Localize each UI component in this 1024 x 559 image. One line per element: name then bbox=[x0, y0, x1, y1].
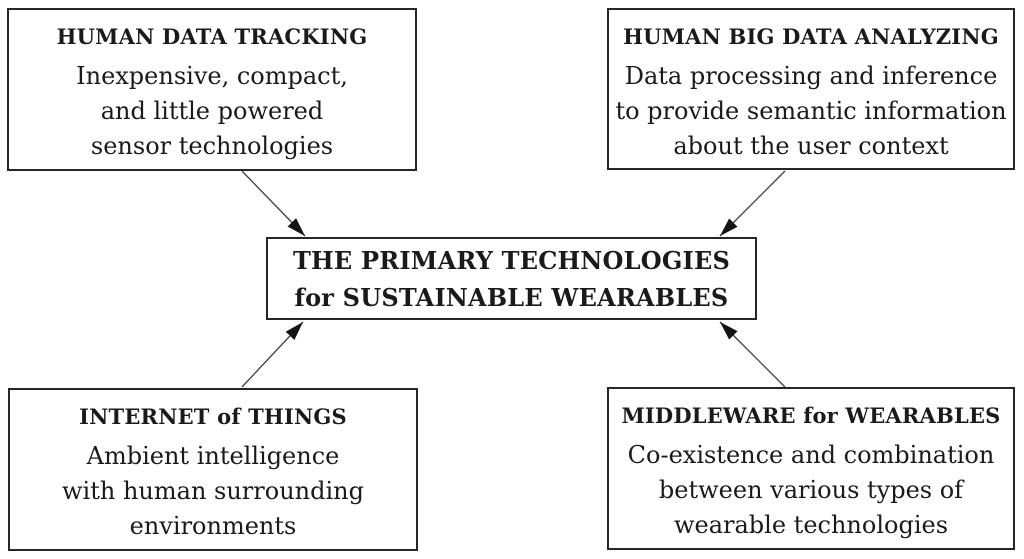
box-primary-technologies: THE PRIMARY TECHNOLOGIES for SUSTAINABLE… bbox=[266, 237, 757, 320]
box-body-line: with human surrounding bbox=[62, 477, 364, 505]
box-internet-of-things: INTERNET of THINGS Ambient intelligence … bbox=[8, 388, 418, 551]
box-body-line: about the user context bbox=[673, 132, 949, 160]
box-body-line: wearable technologies bbox=[673, 511, 949, 539]
box-body: Data processing and inference to provide… bbox=[609, 59, 1013, 164]
box-human-data-tracking: HUMAN DATA TRACKING Inexpensive, compact… bbox=[7, 8, 417, 171]
box-body-line: environments bbox=[129, 512, 297, 540]
box-body: Ambient intelligence with human surround… bbox=[10, 439, 416, 544]
box-human-big-data-analyzing: HUMAN BIG DATA ANALYZING Data processing… bbox=[607, 8, 1015, 170]
box-body-line: and little powered bbox=[100, 97, 324, 125]
box-title: MIDDLEWARE for WEARABLES bbox=[621, 403, 1001, 428]
box-title: INTERNET of THINGS bbox=[79, 404, 347, 429]
box-body: Co-existence and combination between var… bbox=[609, 438, 1013, 543]
box-body-line: sensor technologies bbox=[90, 132, 334, 160]
box-middleware-for-wearables: MIDDLEWARE for WEARABLES Co-existence an… bbox=[607, 387, 1015, 550]
box-body-line: Inexpensive, compact, bbox=[76, 62, 348, 90]
box-body-line: between various types of bbox=[658, 476, 964, 504]
arrow-middleware-for-wearables-to-center bbox=[719, 321, 786, 388]
arrow-human-data-tracking-to-center bbox=[241, 170, 306, 237]
arrow-human-big-data-analyzing-to-center bbox=[719, 170, 786, 237]
arrow-internet-of-things-to-center bbox=[241, 321, 304, 388]
box-body: Inexpensive, compact, and little powered… bbox=[9, 59, 415, 164]
box-body-line: to provide semantic information bbox=[615, 97, 1007, 125]
box-title: HUMAN BIG DATA ANALYZING bbox=[623, 24, 999, 49]
box-title: HUMAN DATA TRACKING bbox=[56, 24, 368, 49]
box-body-line: Data processing and inference bbox=[624, 62, 998, 90]
center-box-line2: for SUSTAINABLE WEARABLES bbox=[294, 282, 729, 312]
box-body-line: Ambient intelligence bbox=[86, 442, 340, 470]
box-body-line: Co-existence and combination bbox=[627, 441, 995, 469]
center-box-line1: THE PRIMARY TECHNOLOGIES bbox=[293, 245, 730, 275]
